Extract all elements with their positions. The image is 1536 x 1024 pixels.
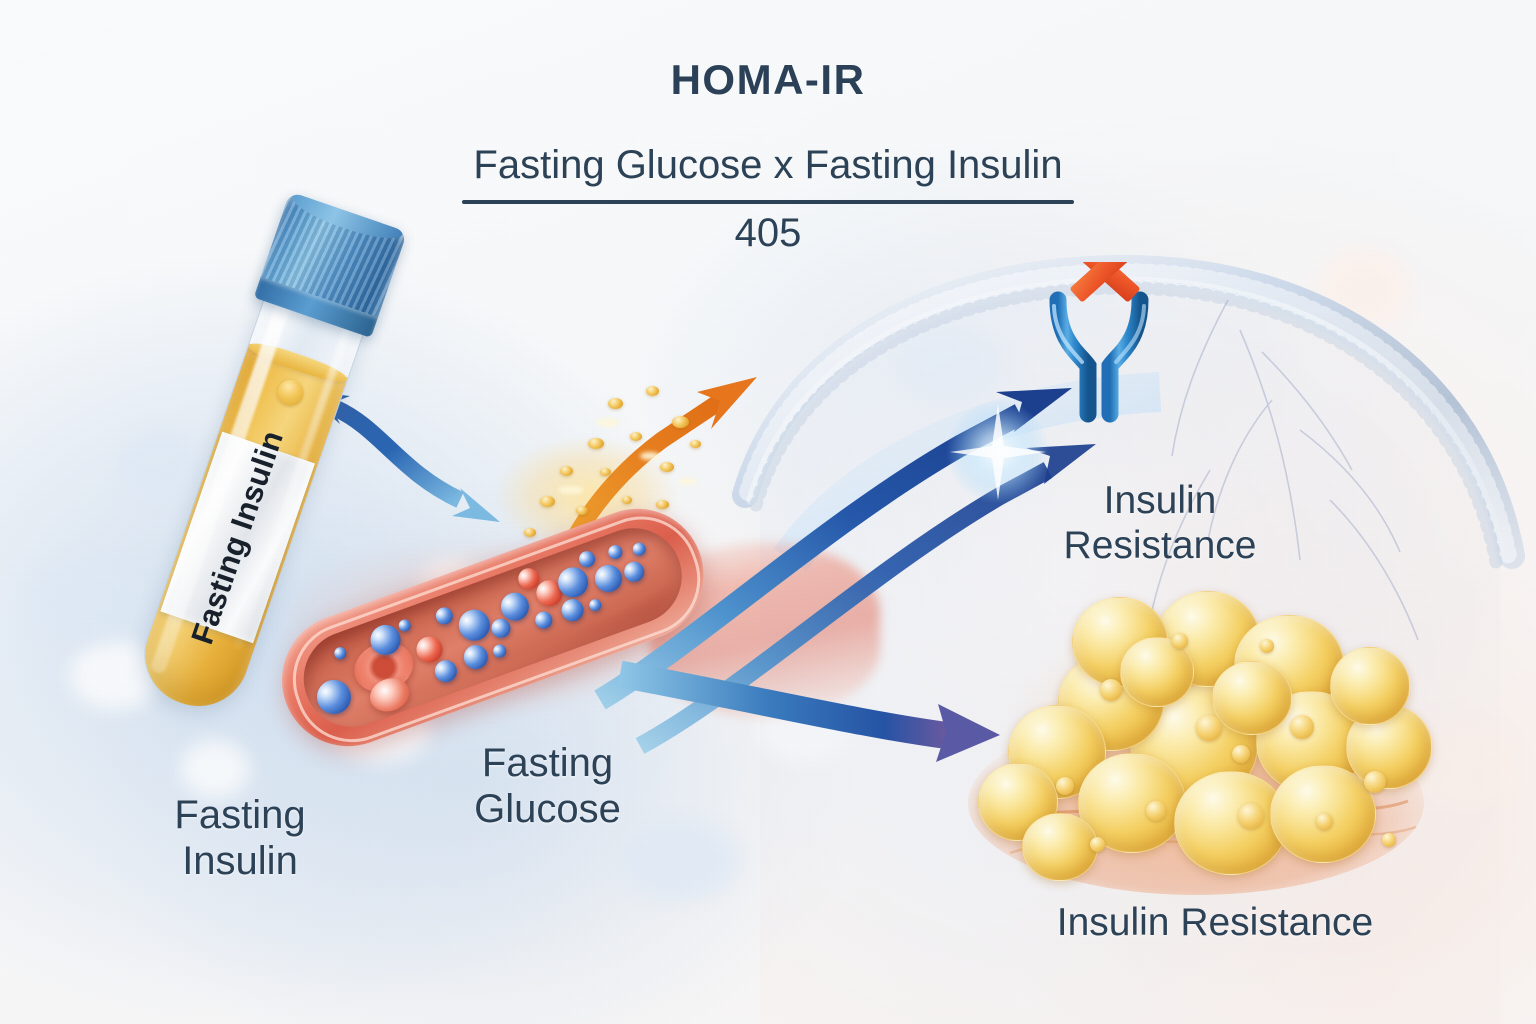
formula-numerator: Fasting Glucose x Fasting Insulin (0, 142, 1536, 188)
formula-denominator: 405 (0, 210, 1536, 256)
caption-line: Insulin (110, 838, 370, 884)
caption-line: Resistance (1010, 523, 1310, 568)
caption-line: Fasting (410, 740, 685, 786)
receptor-right-subunit (1101, 291, 1149, 423)
caption-fasting-glucose: Fasting Glucose (410, 740, 685, 833)
adipocyte-cluster (930, 555, 1460, 925)
insulin-receptor-group (1049, 262, 1149, 423)
caption-line: Fasting (110, 792, 370, 838)
page-title: HOMA-IR (0, 56, 1536, 104)
formula-fraction-bar (462, 200, 1074, 204)
receptor-left-subunit (1049, 291, 1097, 423)
caption-line: Insulin (1010, 478, 1310, 523)
caption-line: Insulin Resistance (1000, 900, 1430, 945)
homa-ir-formula: Fasting Glucose x Fasting Insulin 405 (0, 142, 1536, 256)
red-x-icon (1070, 262, 1140, 302)
caption-line: Glucose (410, 786, 685, 832)
caption-insulin-resistance-receptor: Insulin Resistance (1010, 478, 1310, 568)
caption-fasting-insulin: Fasting Insulin (110, 792, 370, 885)
caption-insulin-resistance-fat: Insulin Resistance (1000, 900, 1430, 945)
